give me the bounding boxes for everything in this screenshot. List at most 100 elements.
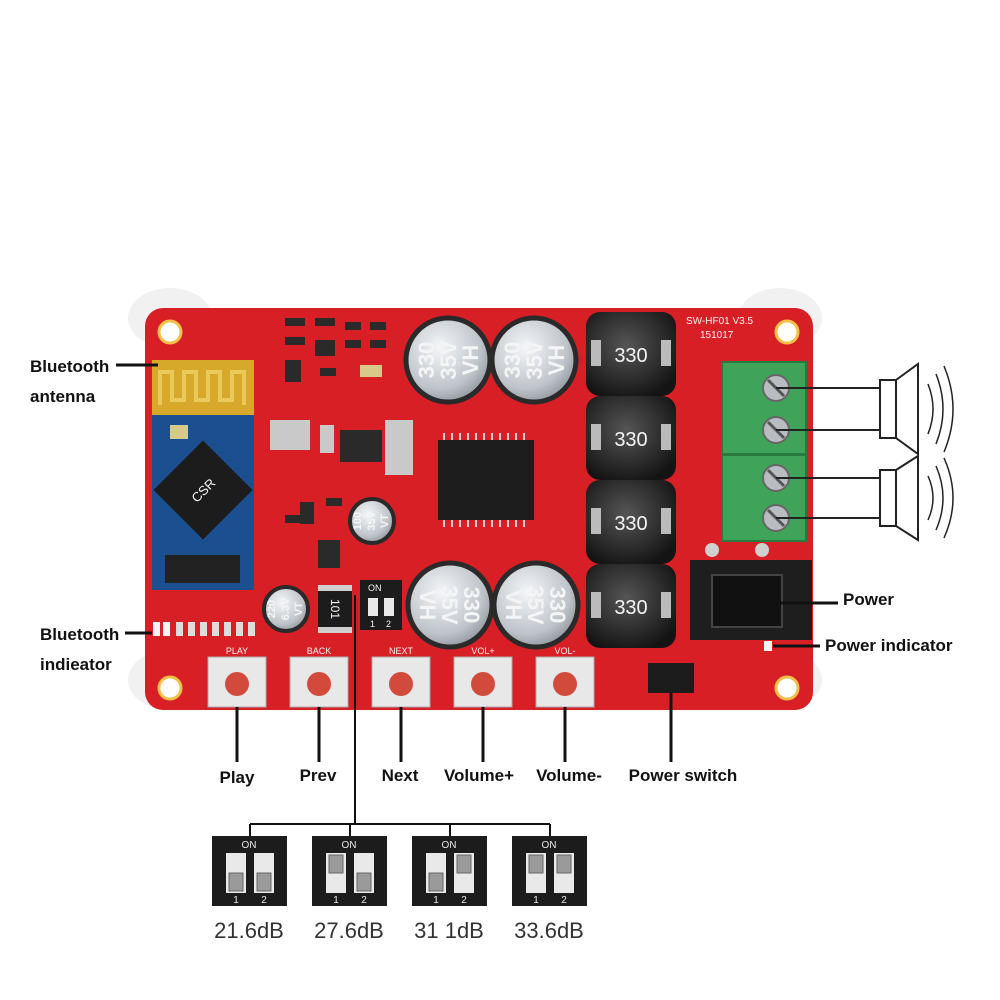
bluetooth-indicator-leds (153, 622, 255, 636)
mounting-holes (157, 319, 800, 701)
label-volume-down: Volume- (536, 766, 602, 785)
inductor-2: 330 (586, 396, 676, 480)
dip-knob (228, 872, 244, 892)
button-next: NEXT (371, 646, 431, 708)
cap-small-line2: 6.3V (280, 597, 292, 620)
dip-gain-label: 27.6dB (314, 918, 384, 943)
button-play: PLAY (207, 646, 267, 708)
dip-setting: ON 1 2 27.6dB (312, 836, 387, 943)
button-silk-label: PLAY (226, 646, 248, 656)
capacitor-bottom-right: 330 35V VH (491, 560, 581, 650)
speaker-terminal-lower (721, 454, 807, 542)
dip-switch-on-label: ON (368, 583, 382, 593)
dip-on-label: ON (342, 840, 357, 851)
amplifier-chip (438, 433, 534, 527)
label-play: Play (220, 768, 256, 787)
cap-series: VH (544, 345, 569, 376)
dip-gain-label: 33.6dB (514, 918, 584, 943)
power-switch (648, 663, 694, 693)
inductor-value: 330 (614, 345, 647, 367)
dip-knob (328, 854, 344, 874)
resistor-101: 101 (318, 585, 352, 633)
cap-voltage: 35V (437, 585, 462, 624)
passive-components (270, 318, 413, 568)
button-silk-label: VOL+ (471, 646, 494, 656)
label-power-indicator: Power indicator (825, 636, 953, 655)
dip-gain-label: 31 1dB (414, 918, 484, 943)
capacitor-bottom-left: 330 35V VH (405, 560, 495, 650)
speaker-icon (776, 454, 954, 542)
leader-lines (116, 363, 838, 836)
cap-value: 330 (414, 342, 439, 379)
cap-small-line3: VT (293, 602, 305, 616)
cap-series: VH (415, 590, 440, 621)
capacitor-top-left: 330 35V VH (403, 315, 493, 405)
board-model: SW-HF01 V3.5 (686, 316, 753, 327)
cap-value: 330 (459, 587, 484, 624)
inductor-value: 330 (614, 429, 647, 451)
cap-small-line1: 100 (352, 512, 364, 530)
speaker-icon (776, 362, 954, 456)
cap-value: 330 (500, 342, 525, 379)
dip-pin-label: 1 (333, 895, 339, 906)
cap-small-line2: 35V (366, 511, 378, 531)
capacitor-top-right: 330 35V VH (489, 315, 579, 405)
dip-pin-label: 2 (561, 895, 567, 906)
dip-pin-label: 1 (233, 895, 239, 906)
dip-pin-label: 1 (433, 895, 439, 906)
capacitor-small-220: 220 6.3V VT (262, 585, 310, 633)
inductor-4: 330 (586, 564, 676, 648)
dip-knob (428, 872, 444, 892)
cap-small-line3: VT (379, 514, 391, 528)
cap-small-line1: 220 (266, 600, 278, 618)
inductor-3: 330 (586, 480, 676, 564)
label-bluetooth-antenna-line2: antenna (30, 387, 96, 406)
cap-series: VH (501, 590, 526, 621)
cap-series: VH (458, 345, 483, 376)
button-vol-up: VOL+ (453, 646, 513, 708)
power-jack (690, 543, 812, 640)
dip-knob (556, 854, 572, 874)
resistor-label: 101 (328, 599, 342, 619)
dip-gain-label: 21.6dB (214, 918, 284, 943)
cap-voltage: 35V (436, 340, 461, 379)
label-volume-up: Volume+ (444, 766, 514, 785)
cap-value: 330 (545, 587, 570, 624)
label-power: Power (843, 590, 894, 609)
dip-pin-label: 1 (533, 895, 539, 906)
dip-on-label: ON (542, 840, 557, 851)
dip-setting: ON 1 2 31 1dB (412, 836, 487, 943)
button-vol-down: VOL- (535, 646, 595, 708)
label-bluetooth-indicator-line2: indieator (40, 655, 112, 674)
label-bluetooth-antenna-line1: Bluetooth (30, 357, 109, 376)
dip-body (312, 836, 387, 906)
power-indicator-led (764, 641, 772, 651)
dip-setting: ON 1 2 21.6dB (212, 836, 287, 943)
dip-knob (256, 872, 272, 892)
cap-voltage: 35V (522, 340, 547, 379)
dip-switch-pin-2: 2 (386, 619, 391, 629)
dip-pin-label: 2 (361, 895, 367, 906)
dip-knob (356, 872, 372, 892)
inductor-value: 330 (614, 513, 647, 535)
label-bluetooth-indicator-line1: Bluetooth (40, 625, 119, 644)
dip-on-label: ON (442, 840, 457, 851)
board-date: 151017 (700, 330, 734, 341)
dip-knob (528, 854, 544, 874)
label-prev: Prev (300, 766, 337, 785)
capacitor-small-100: 100 35V VT (348, 497, 396, 545)
dip-body (512, 836, 587, 906)
label-power-switch: Power switch (629, 766, 738, 785)
button-silk-label: NEXT (389, 646, 414, 656)
dip-body (412, 836, 487, 906)
bluetooth-module: CSR (152, 360, 254, 590)
dip-on-label: ON (242, 840, 257, 851)
dip-setting: ON 1 2 33.6dB (512, 836, 587, 943)
label-next: Next (382, 766, 419, 785)
dip-pin-label: 2 (461, 895, 467, 906)
dip-pin-label: 2 (261, 895, 267, 906)
dip-switch: ON 1 2 (360, 580, 402, 630)
dip-knob (456, 854, 472, 874)
dip-switch-pin-1: 1 (370, 619, 375, 629)
